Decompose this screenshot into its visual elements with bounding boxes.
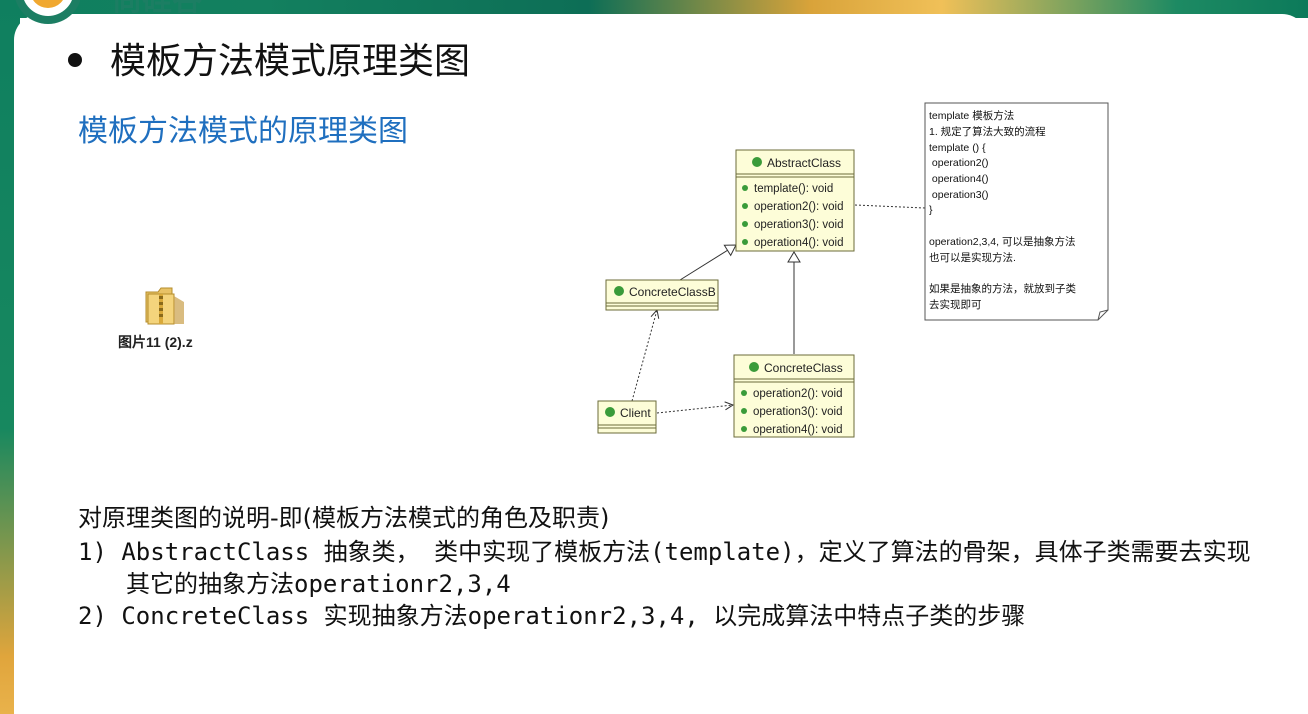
note-line: 也可以是实现方法. — [929, 251, 1016, 264]
concrete-method: operation2(): void — [753, 388, 843, 400]
explanation-item: 2) ConcreteClass 实现抽象方法operationr2,3,4, … — [78, 602, 1026, 630]
note-line: operation2() — [929, 157, 989, 169]
generalization-b-to-abstract — [679, 244, 737, 281]
client-name: Client — [620, 406, 651, 420]
slide-title-text: 模板方法模式原理类图 — [110, 41, 471, 82]
note-line: operation2,3,4, 可以是抽象方法 — [929, 235, 1075, 248]
note-text: template 模板方法 1. 规定了算法大致的流程 template () … — [929, 109, 1079, 311]
concrete-method: operation3(): void — [753, 406, 843, 418]
dependency-client-to-b — [631, 310, 657, 402]
abstract-class-box: AbstractClass template(): void operation… — [735, 149, 855, 252]
note-line: 1. 规定了算法大致的流程 — [929, 125, 1046, 138]
abstract-class-name: AbstractClass — [767, 156, 841, 170]
abstract-method: operation3(): void — [754, 219, 844, 231]
abstract-method: operation2(): void — [754, 201, 844, 213]
method-icon — [742, 221, 748, 227]
client-box: Client — [597, 400, 657, 434]
class-icon — [752, 157, 762, 167]
method-icon — [742, 185, 748, 191]
class-icon — [749, 362, 759, 372]
slide-top-band — [0, 0, 1308, 18]
method-icon — [741, 408, 747, 414]
note-anchor-line — [854, 204, 926, 209]
method-icon — [742, 203, 748, 209]
note-line: operation4() — [929, 173, 989, 185]
dependency-client-to-concrete — [656, 405, 733, 414]
note-line: template 模板方法 — [929, 109, 1014, 122]
note-line: 去实现即可 — [929, 298, 982, 311]
concrete-class-b-box: ConcreteClassB — [605, 279, 719, 311]
concrete-class-box: ConcreteClass operation2(): void operati… — [733, 354, 855, 438]
attachment-label[interactable]: 图片11 (2).z — [118, 334, 193, 350]
explanation-block: 对原理类图的说明-即(模板方法模式的角色及职责) 1) AbstractClas… — [78, 500, 1278, 632]
explanation-heading: 对原理类图的说明-即(模板方法模式的角色及职责) — [78, 504, 610, 532]
note-line: operation3() — [929, 189, 989, 201]
abstract-method: template(): void — [754, 183, 833, 195]
method-icon — [742, 239, 748, 245]
uml-note: template 模板方法 1. 规定了算法大致的流程 template () … — [924, 102, 1109, 321]
note-line: 如果是抽象的方法，就放到子类 — [929, 282, 1076, 295]
explanation-item: 1) AbstractClass 抽象类， 类中实现了模板方法(template… — [78, 538, 1251, 598]
note-line: } — [929, 204, 933, 216]
logo-text: 尚硅谷 — [112, 0, 202, 18]
diagram-subtitle: 模板方法模式的原理类图 — [78, 114, 408, 149]
concrete-class-b-name: ConcreteClassB — [629, 285, 716, 299]
class-icon — [614, 286, 624, 296]
abstract-method: operation4(): void — [754, 237, 844, 249]
slide-title: 模板方法模式原理类图 — [68, 36, 470, 88]
zip-folder-icon[interactable] — [142, 282, 188, 328]
concrete-method: operation4(): void — [753, 424, 843, 436]
method-icon — [741, 426, 747, 432]
bullet-icon — [68, 53, 82, 67]
class-icon — [605, 407, 615, 417]
note-line: template () { — [929, 142, 986, 154]
concrete-class-name: ConcreteClass — [764, 361, 843, 375]
logo-icon — [15, 0, 80, 24]
method-icon — [741, 390, 747, 396]
